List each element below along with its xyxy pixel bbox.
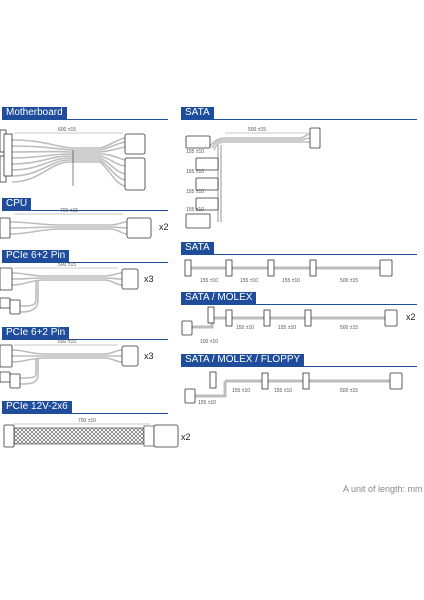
sata-molex-seg-1: 155 ±10 [236, 325, 254, 331]
pcie1-multiplier: x3 [144, 274, 154, 284]
motherboard-length: 600 ±15 [58, 127, 76, 133]
motherboard-header: Motherboard [2, 107, 67, 119]
sata2-header: SATA [181, 242, 214, 254]
pcie12v-header: PCIe 12V-2x6 [2, 401, 72, 413]
sata-molex-header: SATA / MOLEX [181, 292, 257, 304]
sata1-cable [209, 133, 311, 222]
sata-molex-floppy-seg-1: 155 ±10 [232, 388, 250, 394]
sata-molex-branch: 100 ±10 [200, 339, 218, 345]
sata-molex-floppy-length: 500 ±15 [340, 388, 358, 394]
sata1-length: 500 ±15 [248, 127, 266, 133]
pcie2-multiplier: x3 [144, 351, 154, 361]
pcie1-cable [11, 272, 123, 313]
sata-molex-floppy-cable [195, 379, 390, 398]
sata2-connectors [184, 259, 393, 277]
motherboard-cable [11, 137, 126, 187]
pcie2-header: PCIe 6+2 Pin [2, 327, 70, 339]
pcie1-header: PCIe 6+2 Pin [2, 250, 70, 262]
pcie12v-length: 700 ±10 [78, 418, 96, 424]
sata-molex-length: 500 ±15 [340, 325, 358, 331]
pcie12v-header-rule [2, 413, 168, 414]
motherboard-connectors [0, 129, 146, 191]
sata1-seg-4: 155 ±10 [186, 207, 204, 213]
cpu-multiplier: x2 [159, 222, 169, 232]
sata1-seg-3: 155 ±10 [186, 189, 204, 195]
cpu-cable [9, 221, 128, 235]
sata2-length: 500 ±15 [340, 278, 358, 284]
cpu-header: CPU [2, 198, 32, 210]
sata1-header-rule [181, 119, 417, 120]
pcie1-connectors [0, 267, 139, 315]
pcie12v-cable [3, 424, 179, 448]
sata-molex-floppy-header: SATA / MOLEX / FLOPPY [181, 354, 305, 366]
sata1-seg-1: 155 ±10 [186, 149, 204, 155]
sata-molex-seg-2: 155 ±10 [278, 325, 296, 331]
unit-note: A unit of length: mm [343, 484, 423, 494]
sata-molex-header-rule [181, 304, 417, 305]
sata-molex-floppy-seg-2: 155 ±10 [274, 388, 292, 394]
sata1-connectors [185, 127, 321, 229]
cpu-connectors [0, 217, 152, 239]
motherboard-header-rule [2, 119, 168, 120]
pcie2-header-rule [2, 339, 168, 340]
cpu-header-rule [2, 210, 168, 211]
sata-molex-floppy-header-rule [181, 366, 417, 367]
sata2-seg-2: 155 ±10 [240, 278, 258, 284]
sata-molex-floppy-connectors [184, 371, 403, 404]
pcie1-header-rule [2, 262, 168, 263]
sata2-seg-3: 155 ±10 [282, 278, 300, 284]
sata1-header: SATA [181, 107, 214, 119]
sata2-seg-1: 155 ±10 [200, 278, 218, 284]
sata-molex-multiplier: x2 [406, 312, 416, 322]
sata-molex-floppy-branch: 155 ±10 [198, 400, 216, 406]
pcie2-length: 650 ±15 [58, 339, 76, 345]
pcie2-connectors [0, 344, 139, 389]
pcie1-length: 500 ±15 [58, 262, 76, 268]
cpu-length: 700 ±15 [60, 208, 78, 214]
sata1-seg-2: 155 ±10 [186, 169, 204, 175]
sata2-header-rule [181, 254, 417, 255]
sata-molex-connectors [181, 306, 398, 336]
pcie2-cable [11, 349, 123, 385]
pcie12v-multiplier: x2 [181, 432, 191, 442]
